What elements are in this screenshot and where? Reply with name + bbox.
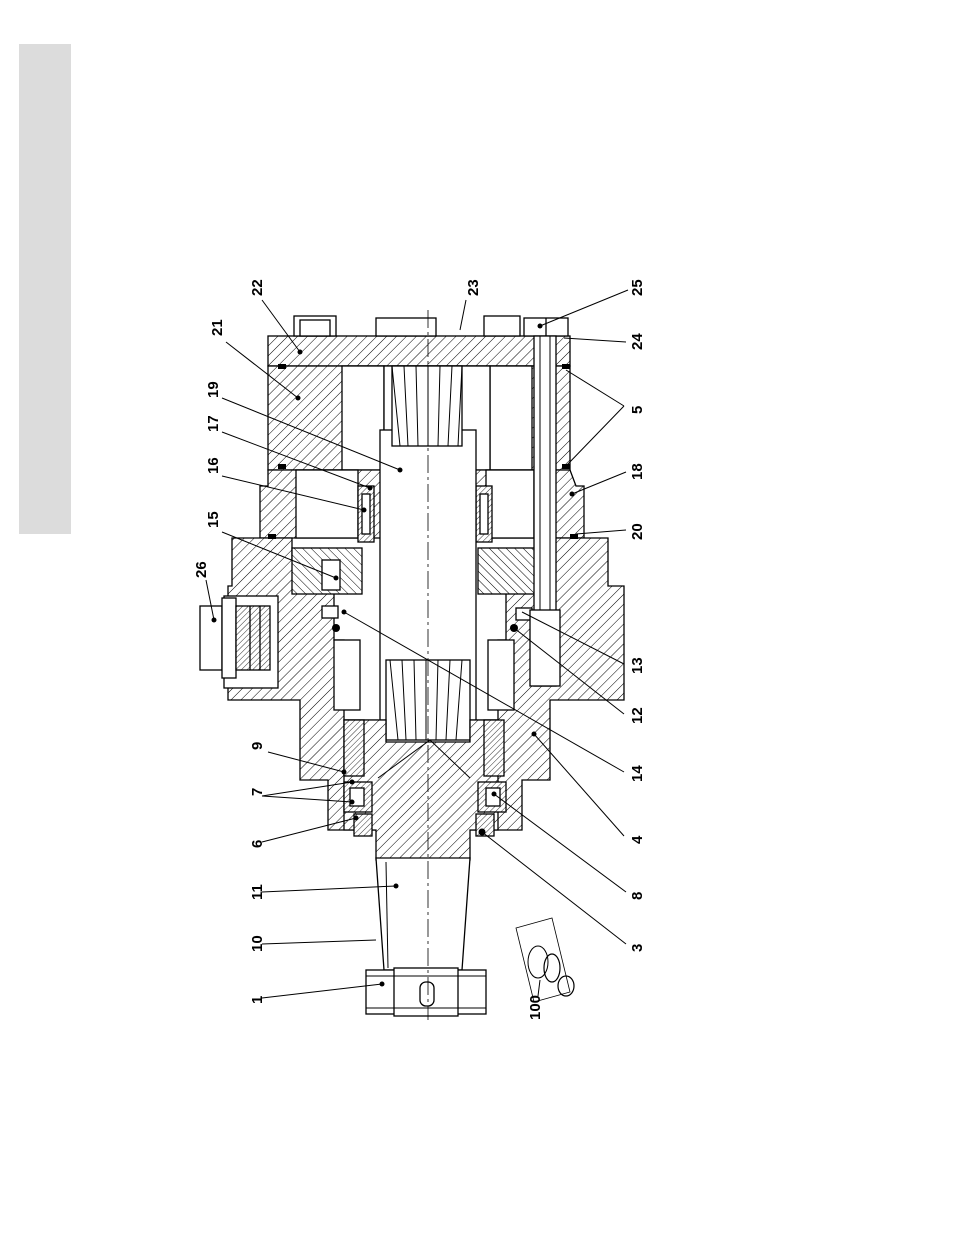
callout-12: 12	[629, 707, 646, 724]
callout-8: 8	[629, 892, 646, 900]
plug-26	[200, 598, 270, 678]
callout-24: 24	[629, 333, 646, 350]
callout-10: 10	[249, 935, 266, 952]
callout-1: 1	[249, 996, 266, 1004]
callout-18: 18	[629, 463, 646, 480]
callout-7: 7	[249, 788, 266, 796]
output-shaft-10-11	[376, 858, 470, 970]
callout-21: 21	[209, 319, 226, 336]
tie-bolt-25	[530, 336, 560, 686]
callout-6: 6	[249, 840, 266, 848]
callout-9: 9	[249, 742, 266, 750]
callout-4: 4	[629, 835, 646, 844]
callout-25: 25	[629, 279, 646, 296]
callout-23: 23	[465, 279, 482, 296]
callout-26: 26	[193, 561, 210, 578]
callout-5: 5	[629, 406, 646, 414]
callout-15: 15	[205, 511, 222, 528]
callout-22: 22	[249, 279, 266, 296]
callout-11: 11	[249, 884, 266, 900]
callout-17: 17	[205, 415, 222, 432]
callout-3: 3	[629, 944, 646, 952]
callout-14: 14	[629, 765, 646, 782]
end-cover-22	[268, 316, 570, 366]
callout-20: 20	[629, 523, 646, 540]
callout-100: 100	[527, 995, 544, 1020]
callout-16: 16	[205, 457, 222, 474]
nut-1	[366, 968, 486, 1016]
callout-13: 13	[629, 657, 646, 674]
callout-19: 19	[205, 381, 222, 398]
seal-kit-100	[516, 918, 574, 1002]
